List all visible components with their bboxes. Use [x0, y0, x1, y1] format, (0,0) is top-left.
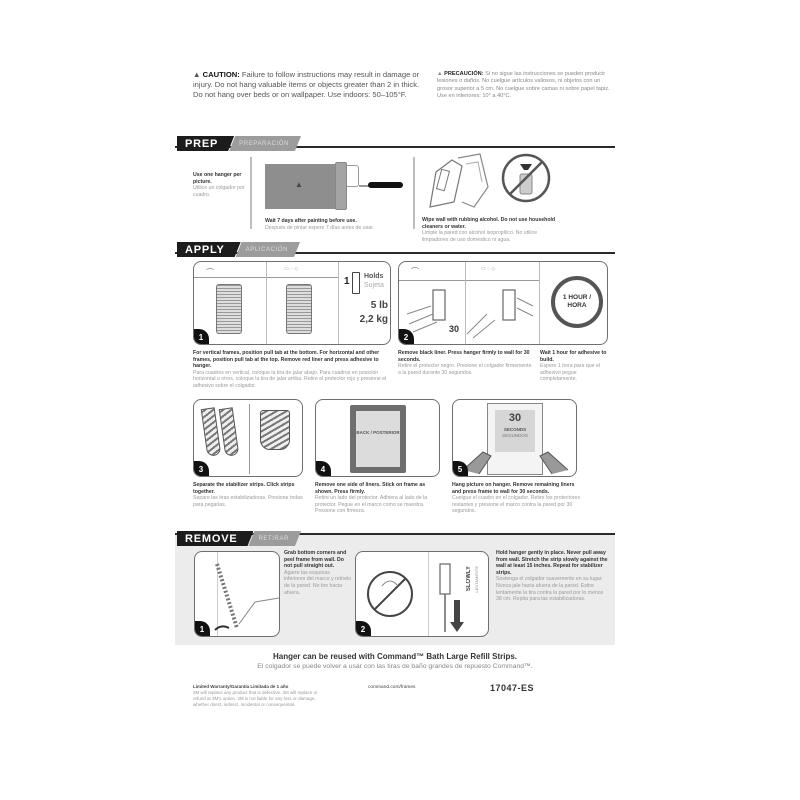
paint-roller-illustration: ▲ — [265, 160, 405, 220]
weight-lb: 5 lb — [370, 300, 388, 311]
holds-label-es: Sujeta — [364, 282, 384, 289]
slowly-label: SLOWLY — [466, 566, 472, 592]
warranty-text: 3M will replace any product that is defe… — [193, 690, 318, 707]
caution-text-es: Si no sigue las instrucciones se pueden … — [437, 71, 610, 100]
slowly-label-es: LENTAMENTE — [474, 566, 479, 593]
strip-illustration — [286, 284, 312, 334]
prep-title-es: PREPARACIÓN — [229, 136, 301, 151]
prep-paint-note: Wait 7 days after painting before use. D… — [265, 218, 375, 231]
apply-step-2-caption: Remove black liner. Press hanger firmly … — [398, 350, 532, 376]
apply-step-1-panel: ⌒ ▭ ◌ ◇ 1 Holds Sujeta 5 lb 2,2 kg 1 — [193, 261, 391, 345]
remove-step-1-caption: Grab bottom corners and peel frame from … — [284, 550, 352, 596]
step-number-badge: 2 — [356, 621, 371, 636]
apply-banner: APPLY APLICACIÓN — [177, 242, 300, 257]
stretch-down-icon — [439, 563, 464, 632]
apply-step-3-caption: Separate the stabilizer strips. Click st… — [193, 482, 303, 508]
weight-kg: 2,2 kg — [359, 314, 388, 325]
divider — [413, 157, 415, 229]
apply-title-es: APLICACIÓN — [236, 242, 300, 257]
roller-handle — [368, 182, 403, 188]
caution-spanish: ▲ PRECAUCIÓN: Si no sigue las instruccio… — [437, 71, 617, 101]
divider-rule — [175, 146, 615, 148]
prep-title: PREP — [177, 136, 234, 151]
liner-icon: ▭ ◌ ◇ — [481, 266, 496, 272]
divider-rule — [175, 533, 615, 535]
caution-text: Failure to follow instructions may resul… — [193, 70, 420, 99]
step-number-badge: 3 — [194, 461, 209, 476]
apply-wait-caption: Wait 1 hour for adhesive to build. Esper… — [540, 350, 607, 383]
warning-icon: ▲ — [295, 180, 303, 189]
apply-step-3-panel: 3 — [193, 399, 303, 477]
apply-step-5-caption: Hang picture on hanger. Remove remaining… — [452, 482, 581, 515]
hanger-count: 1 — [344, 276, 350, 287]
wipe-wall-illustration — [422, 152, 552, 214]
step-number-badge: 1 — [195, 621, 210, 636]
stabilizer-strip — [218, 407, 240, 457]
seconds-count: 30 — [508, 412, 522, 424]
warranty-block: Limited Warranty/Garantía Limitada de 1 … — [193, 684, 323, 708]
strip-illustration — [216, 284, 242, 334]
roller-icon — [335, 162, 347, 210]
divider-rule — [175, 252, 615, 254]
seconds-label-es: SEGUNDOS — [502, 433, 528, 438]
no-cleaner-icon — [500, 152, 552, 204]
warning-icon: ▲ — [193, 70, 201, 79]
apply-step-4-panel: BACK / POSTERIOR 4 — [315, 399, 440, 477]
divider — [250, 157, 252, 229]
one-hour-clock-icon: 1 HOUR / HORA — [551, 276, 603, 328]
clicked-strips — [260, 410, 290, 450]
no-pull-out-icon — [367, 571, 413, 617]
caution-label: CAUTION: — [202, 70, 240, 79]
peel-frame-illustration — [214, 563, 279, 631]
apply-step-2-panel: ⌒ ▭ ◌ ◇ 30 1 HOUR / HORA 2 — [398, 261, 608, 345]
remove-step-2-panel: SLOWLY LENTAMENTE 2 — [355, 551, 489, 637]
apply-step-4-caption: Remove one side of liners. Stick on fram… — [315, 482, 428, 515]
hands-press-icon — [462, 451, 569, 475]
remove-step-1-panel: 1 — [194, 551, 280, 637]
painted-wall — [265, 164, 337, 209]
apply-title: APPLY — [177, 242, 241, 257]
warranty-title: Limited Warranty/Garantía Limitada de 1 … — [193, 684, 289, 689]
remove-title-es: RETIRAR — [248, 531, 301, 546]
reuse-note-es: El colgador se puede volver a usar con l… — [257, 663, 533, 670]
back-label: BACK / POSTERIOR — [356, 430, 400, 435]
reuse-note: Hanger can be reused with Command™ Bath … — [272, 652, 518, 661]
prep-banner: PREP PREPARACIÓN — [177, 136, 301, 151]
remove-banner: REMOVE RETIRAR — [177, 531, 301, 546]
liner-icon: ▭ ◌ ◇ — [284, 266, 299, 272]
press-hands-illustration — [406, 289, 534, 339]
website-url: command.com/frames — [368, 685, 416, 690]
prep-wipe-note: Wipe wall with rubbing alcohol. Do not u… — [422, 217, 556, 243]
remove-step-2-caption: Hold hanger gently in place. Never pull … — [496, 550, 608, 603]
seconds-badge: 30 — [449, 324, 460, 334]
caution-label-es: PRECAUCIÓN: — [444, 71, 484, 77]
apply-step-1-caption: For vertical frames, position pull tab a… — [193, 350, 387, 389]
holds-label: Holds — [364, 273, 384, 280]
remove-title: REMOVE — [177, 531, 253, 546]
flip-arrow-icon: ⌒ — [411, 267, 419, 276]
step-number-badge: 5 — [453, 461, 468, 476]
step-number-badge: 4 — [316, 461, 331, 476]
step-number-badge: 2 — [399, 329, 414, 344]
product-sku: 17047-ES — [490, 683, 535, 693]
step-number-badge: 1 — [194, 329, 209, 344]
hand-wipe-icon — [429, 153, 489, 208]
caution-english: ▲ CAUTION: Failure to follow instruction… — [193, 70, 423, 100]
hanger-icon — [352, 272, 360, 294]
stabilizer-strip — [200, 407, 222, 457]
apply-step-5-panel: 30 SECONDS SEGUNDOS 5 — [452, 399, 577, 477]
flip-arrow-icon: ⌒ — [206, 268, 214, 277]
seconds-label: SECONDS — [503, 427, 527, 432]
warning-icon: ▲ — [437, 71, 443, 77]
prep-tip: Use one hanger per picture. Utilice un c… — [193, 172, 245, 198]
